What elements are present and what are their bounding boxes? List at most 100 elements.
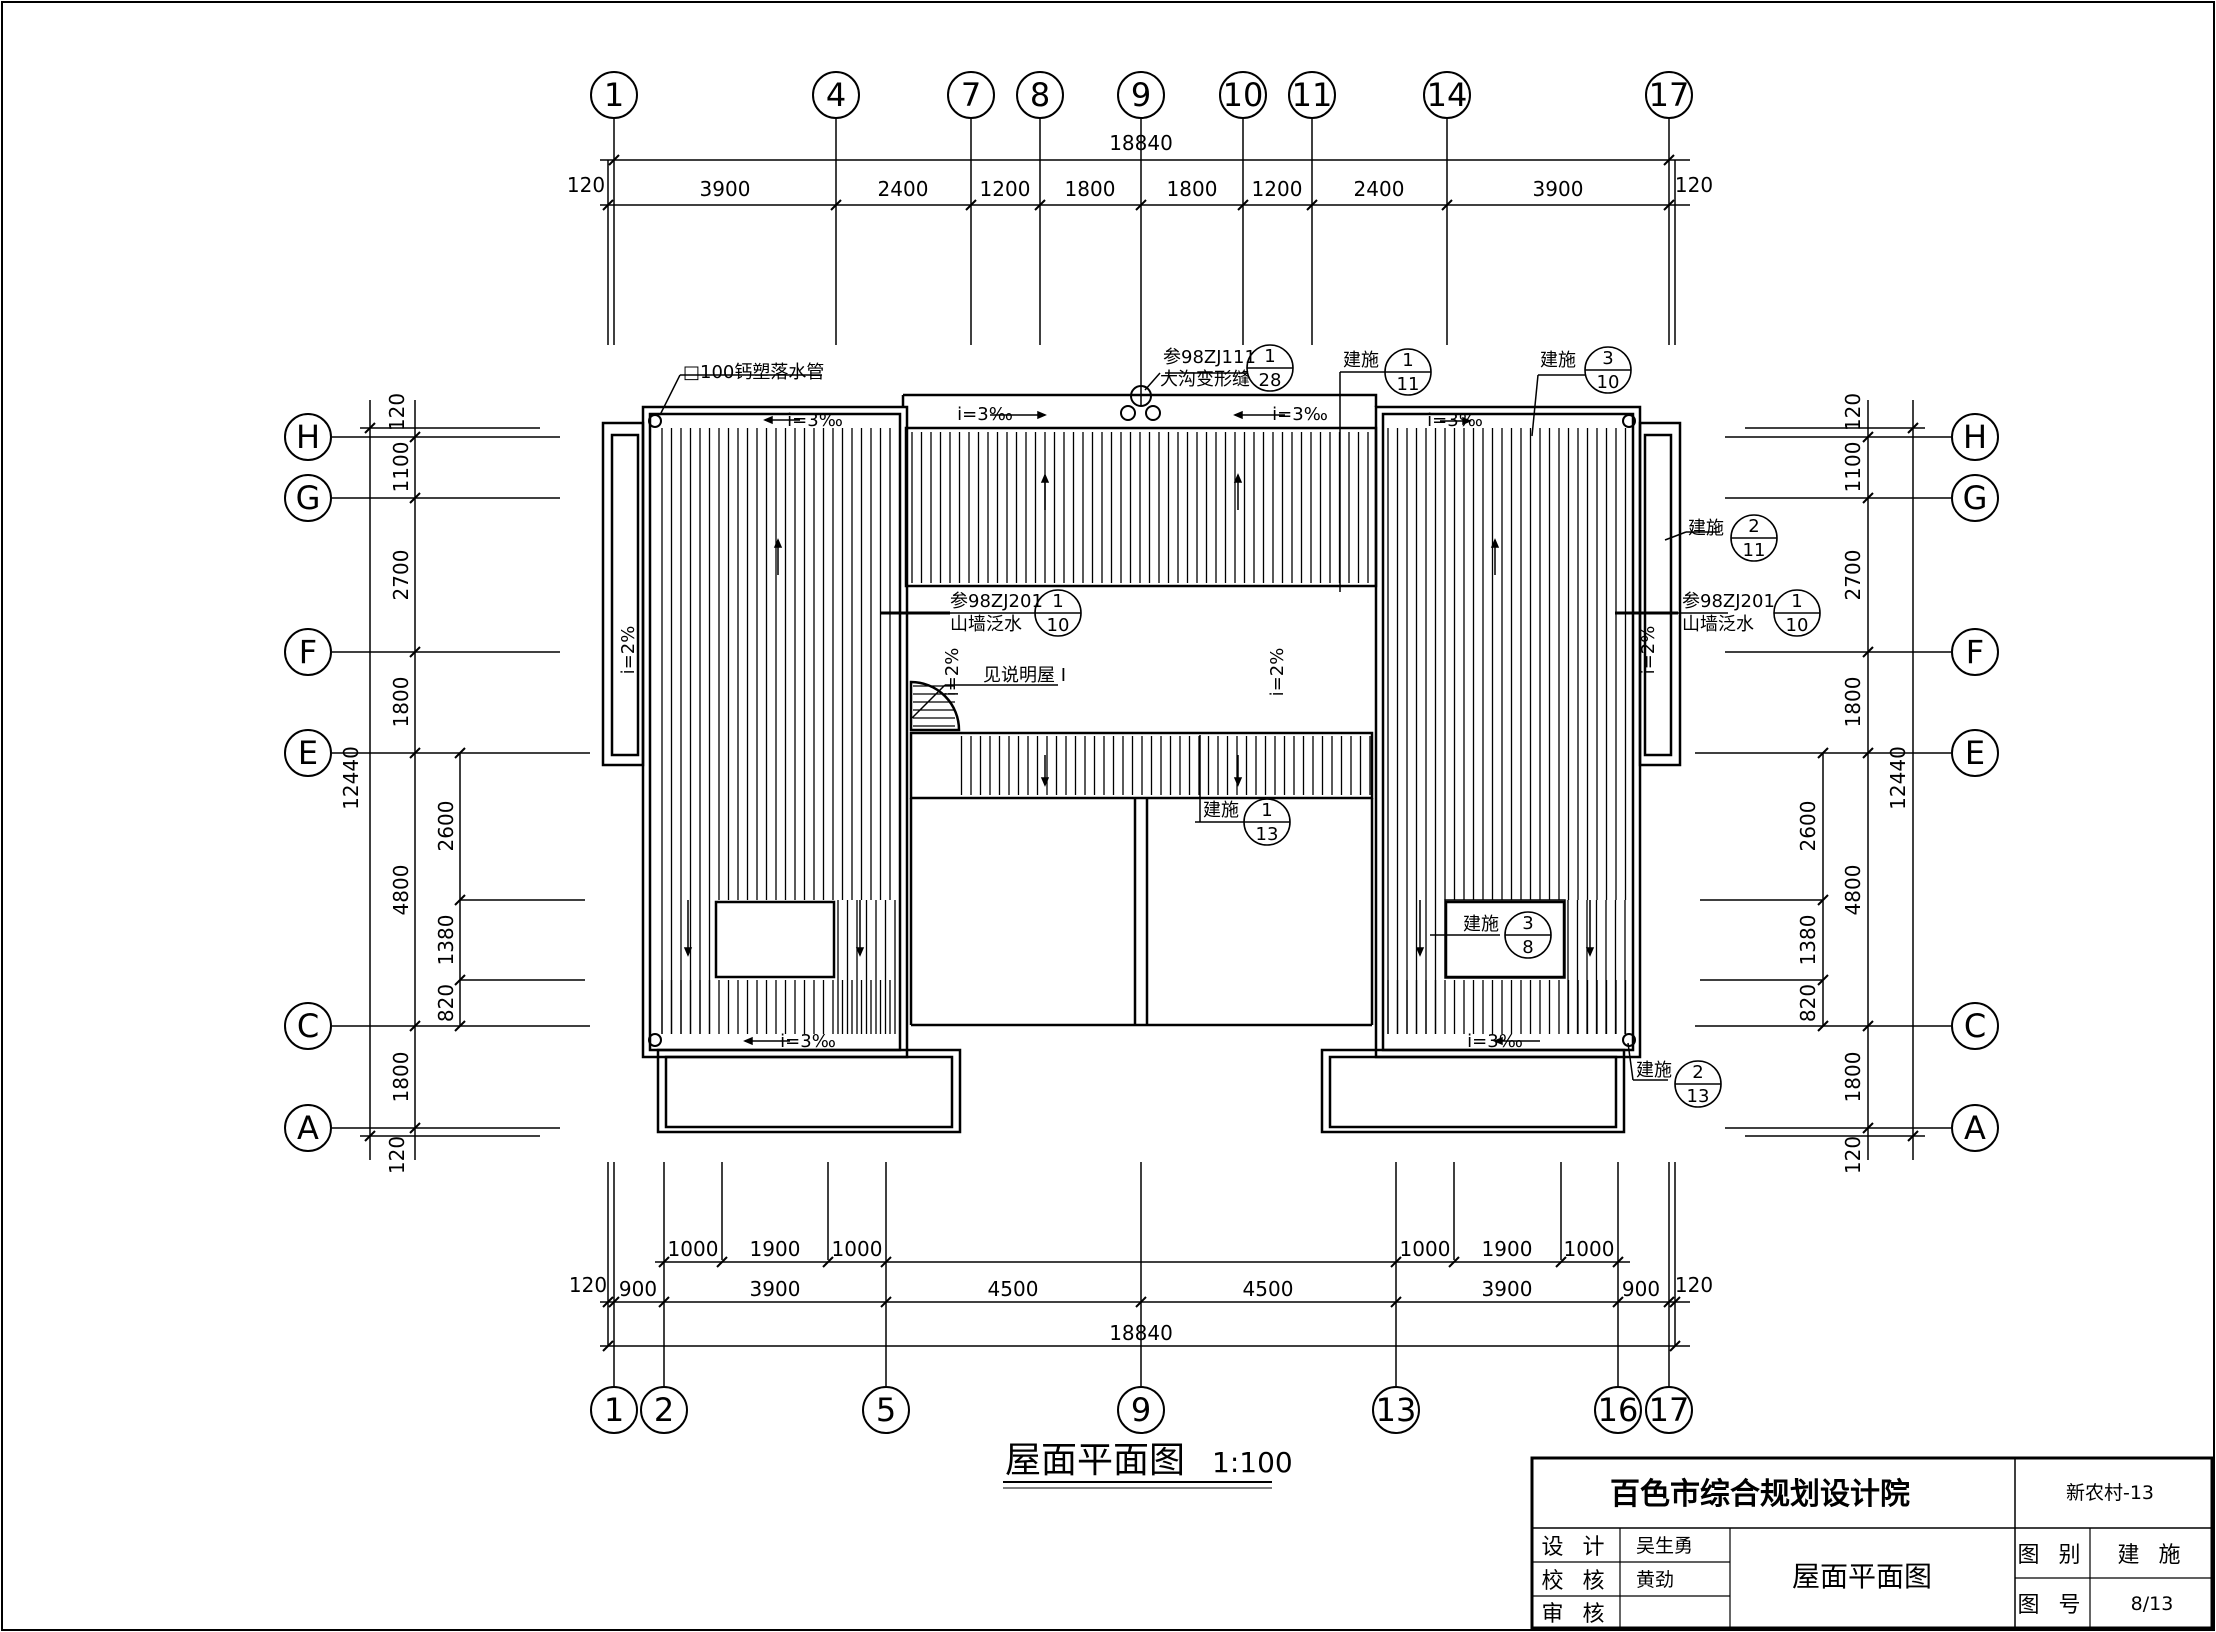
category-label: 图 别 xyxy=(2018,1543,2087,1568)
top-span-dim: 3900 xyxy=(700,177,751,201)
bottom-axis-label: 1 xyxy=(604,1391,624,1429)
project-code: 新农村-13 xyxy=(2066,1482,2154,1504)
top-edge-dim-right: 120 xyxy=(1675,173,1713,197)
jianshi-note: 建施 xyxy=(1463,914,1499,935)
callout-den: 13 xyxy=(1687,1086,1710,1107)
slope-label: i=2% xyxy=(618,626,639,675)
callout-den: 11 xyxy=(1397,374,1420,395)
top-axis-label: 7 xyxy=(961,76,981,114)
callout-den: 13 xyxy=(1256,824,1279,845)
left-dim-lines xyxy=(332,400,590,1160)
bottom-row1-dim: 1000 xyxy=(1564,1237,1615,1261)
left-axis-label: F xyxy=(299,633,317,671)
bottom-row2-dim: 3900 xyxy=(1482,1277,1533,1301)
bottom-row2-dim: 4500 xyxy=(1243,1277,1294,1301)
bottom-axis-label: 2 xyxy=(654,1391,674,1429)
category-value: 建 施 xyxy=(2118,1543,2187,1568)
check-label: 校 核 xyxy=(1542,1569,1611,1594)
right-edge-dim: 120 xyxy=(1841,1136,1865,1174)
callout-num: 1 xyxy=(1791,591,1802,612)
top-span-dim: 1200 xyxy=(1252,177,1303,201)
jianshi-note: 建施 xyxy=(1540,350,1576,371)
top-span-dim: 1800 xyxy=(1065,177,1116,201)
top-axis-label: 9 xyxy=(1131,76,1151,114)
right-axis-label: H xyxy=(1963,418,1987,456)
top-span-dim: 3900 xyxy=(1533,177,1584,201)
left-axis-label: H xyxy=(296,418,320,456)
top-axis-label: 4 xyxy=(826,76,846,114)
bottom-edge-dim-left: 120 xyxy=(569,1273,607,1297)
checker-name: 黄劲 xyxy=(1636,1569,1674,1591)
callout-den: 10 xyxy=(1047,615,1070,636)
slope-label: i=3‰ xyxy=(1272,404,1328,425)
bottom-extension-lines xyxy=(600,1162,1690,1386)
ref-98zj201-note: 参98ZJ201 xyxy=(950,591,1043,612)
right-dim-ticks xyxy=(1817,422,1919,1142)
left-edge-dim: 120 xyxy=(385,393,409,431)
callout-den: 8 xyxy=(1522,937,1533,958)
right-inner-dim: 820 xyxy=(1796,984,1820,1022)
designer-name: 吴生勇 xyxy=(1636,1535,1693,1557)
right-edge-dim: 120 xyxy=(1841,393,1865,431)
number-value: 8/13 xyxy=(2131,1593,2174,1615)
drawing-scale: 1:100 xyxy=(1212,1446,1293,1479)
jianshi-note: 建施 xyxy=(1343,350,1379,371)
bottom-axis-label: 9 xyxy=(1131,1391,1151,1429)
right-axis-bubbles xyxy=(1951,413,1999,1152)
bottom-row1-dim: 1000 xyxy=(832,1237,883,1261)
bottom-axis-label: 17 xyxy=(1649,1391,1690,1429)
callout-num: 2 xyxy=(1692,1062,1703,1083)
slope-label: i=2% xyxy=(1267,648,1288,697)
left-inner-dim: 1380 xyxy=(434,915,458,966)
callout-den: 11 xyxy=(1743,540,1766,561)
callout-den: 10 xyxy=(1786,615,1809,636)
callout-num: 2 xyxy=(1748,516,1759,537)
left-axis-label: C xyxy=(297,1007,319,1045)
right-dim-lines xyxy=(1695,400,1951,1160)
right-span-dim: 1800 xyxy=(1841,677,1865,728)
bottom-row1-dim: 1000 xyxy=(668,1237,719,1261)
downpipe-icons xyxy=(648,385,1636,1047)
slope-label: i=3‰ xyxy=(957,404,1013,425)
top-extension-lines xyxy=(600,118,1690,405)
left-span-dim: 4800 xyxy=(389,865,413,916)
downpipe-note: □100钙塑落水管 xyxy=(683,362,824,383)
top-dim-ticks xyxy=(602,154,1675,211)
roof-tile-hatching xyxy=(661,428,1627,1034)
bottom-row1-dim: 1900 xyxy=(1482,1237,1533,1261)
callout-num: 1 xyxy=(1261,800,1272,821)
parapet-flashing-note: 山墙泛水 xyxy=(950,614,1022,635)
left-inner-dim: 820 xyxy=(434,984,458,1022)
callout-num: 1 xyxy=(1402,350,1413,371)
bottom-overall-dim: 18840 xyxy=(1109,1321,1173,1345)
ref-98zj201-note: 参98ZJ201 xyxy=(1682,591,1775,612)
building-outline xyxy=(601,393,1682,1134)
top-axis-label: 8 xyxy=(1030,76,1050,114)
left-overall-dim: 12440 xyxy=(339,746,363,810)
bottom-edge-dim-right: 120 xyxy=(1675,1273,1713,1297)
top-axis-label: 1 xyxy=(604,76,624,114)
right-inner-dim: 2600 xyxy=(1796,801,1820,852)
bottom-axis-label: 16 xyxy=(1598,1391,1639,1429)
slope-label: i=3‰ xyxy=(787,410,843,431)
design-label: 设 计 xyxy=(1542,1535,1611,1560)
top-overall-dim: 18840 xyxy=(1109,131,1173,155)
slope-arrows xyxy=(683,410,1595,1046)
right-axis-label: E xyxy=(1965,734,1985,772)
jianshi-note: 建施 xyxy=(1688,518,1724,539)
annotation-leaders xyxy=(659,371,1728,1081)
review-label: 审 核 xyxy=(1542,1602,1611,1627)
right-span-dim: 2700 xyxy=(1841,550,1865,601)
ref-98zj111-note: 参98ZJ111 xyxy=(1163,347,1256,368)
bottom-row1-dim: 1900 xyxy=(750,1237,801,1261)
slope-labels: i=3‰ i=3‰ i=3‰ i=3‰ i=3‰ i=3‰ i=2% i=2% … xyxy=(618,404,1659,1052)
right-span-dim: 1100 xyxy=(1841,442,1865,493)
top-span-dim: 1200 xyxy=(980,177,1031,201)
right-span-dim: 1800 xyxy=(1841,1052,1865,1103)
parapet-flashing-note: 山墙泛水 xyxy=(1682,614,1754,635)
slope-label: i=3‰ xyxy=(780,1031,836,1052)
left-axis-label: E xyxy=(298,734,318,772)
bottom-row2-dim: 900 xyxy=(619,1277,657,1301)
bottom-row2-dim: 900 xyxy=(1622,1277,1660,1301)
callout-den: 28 xyxy=(1259,370,1282,391)
